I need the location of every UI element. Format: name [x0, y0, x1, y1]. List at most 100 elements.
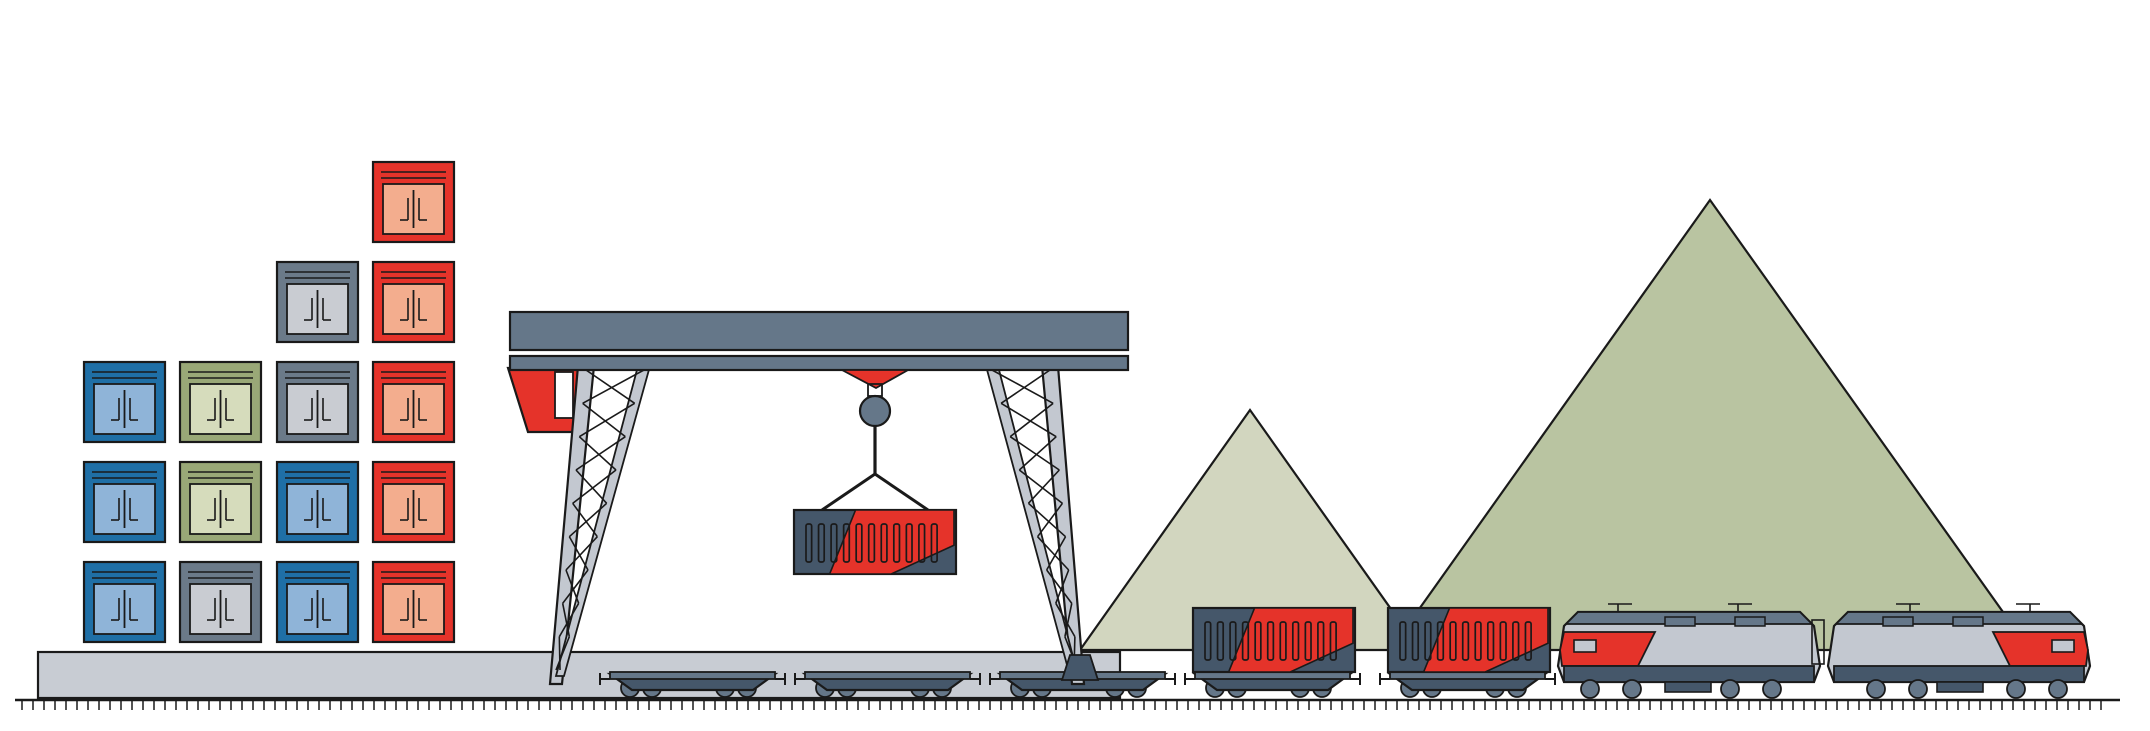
stacked-container-blue	[82, 360, 167, 444]
stacked-container-grey	[275, 360, 360, 444]
crane-lattice	[1027, 469, 1060, 504]
stacked-container-blue	[82, 560, 167, 644]
container-rib	[1424, 621, 1432, 661]
stacked-container-olive	[178, 360, 263, 444]
crane-lattice	[1064, 603, 1073, 637]
crane-lattice	[1018, 436, 1057, 471]
container-rib	[855, 523, 863, 563]
wagon-container	[1386, 606, 1552, 674]
crane-lattice	[1045, 536, 1067, 571]
loaded-wagon-2	[1379, 606, 1556, 698]
crane-main-beam	[508, 310, 1130, 352]
freight-wagons	[599, 606, 1556, 698]
container-rib	[1411, 621, 1420, 661]
crane-lattice	[1009, 436, 1060, 471]
container-rib	[1512, 621, 1520, 661]
crane-lattice	[1009, 402, 1054, 438]
loaded-wagon-1	[1184, 606, 1361, 698]
flat-wagon-1	[599, 671, 786, 698]
container-rib	[1291, 621, 1300, 661]
loco-wheel	[2006, 679, 2026, 699]
loco-wheel	[2048, 679, 2068, 699]
flat-wagon-2	[794, 671, 981, 698]
crane-lattice	[558, 602, 580, 638]
container-red-panel	[1422, 607, 1549, 673]
crane-lattice	[1055, 569, 1070, 604]
container-rib	[905, 523, 913, 563]
crane-lattice	[568, 502, 608, 538]
crane-lattice	[585, 369, 636, 404]
container-rib	[1254, 621, 1262, 661]
stacked-container-blue	[275, 460, 360, 544]
sling-cable	[821, 472, 876, 512]
crane-lattice	[555, 636, 571, 671]
loco-roof-unit	[1882, 616, 1914, 627]
container-rib	[1266, 621, 1275, 661]
container-rib	[1317, 621, 1325, 661]
stacked-container-grey	[275, 260, 360, 344]
wagon-container	[1191, 606, 1357, 674]
sand-mounds	[1077, 198, 2033, 652]
container-rib	[1229, 621, 1237, 661]
loco-wheel	[1580, 679, 1600, 699]
container-rib	[1474, 621, 1482, 661]
crane-lattice	[578, 402, 636, 438]
gantry-crane	[506, 310, 1130, 686]
crane-leg-foot	[1060, 654, 1100, 681]
crane-lattice	[1036, 536, 1070, 571]
loco-headlight	[2051, 639, 2075, 653]
locomotive-front	[1826, 603, 2092, 699]
crane-lattice	[561, 603, 571, 637]
cab-window	[554, 371, 574, 419]
locomotives	[1556, 603, 2092, 699]
container-rib	[805, 523, 813, 563]
crane-lower-beam	[508, 354, 1130, 372]
stacked-container-red	[371, 460, 456, 544]
container-rib	[880, 523, 888, 563]
crane-trolley	[841, 369, 912, 390]
crane-lattice	[572, 502, 598, 538]
container-rib	[1304, 621, 1312, 661]
crane-lattice	[565, 569, 580, 604]
loco-wheel	[1622, 679, 1642, 699]
sling-cable	[874, 472, 929, 512]
container-rib	[1216, 621, 1225, 661]
container-rib	[1329, 621, 1337, 661]
container-rib	[918, 523, 926, 563]
railway-track	[15, 698, 2120, 710]
container-rib	[1524, 621, 1532, 661]
container-rib	[1461, 621, 1470, 661]
stacked-container-red	[371, 160, 456, 244]
container-rib	[930, 523, 938, 563]
hook-block	[858, 394, 892, 428]
crane-lattice	[572, 469, 617, 504]
loco-roof-unit	[1734, 616, 1766, 627]
container-rib	[1436, 621, 1445, 661]
stacked-container-grey	[178, 560, 263, 644]
stacked-container-red	[371, 360, 456, 444]
container-stacks	[82, 160, 456, 644]
loco-coupling-bellows	[1811, 619, 1825, 665]
sand-mound-large	[1387, 198, 2033, 652]
loco-wheel	[1762, 679, 1782, 699]
container-rib	[1486, 621, 1495, 661]
crane-lattice	[1018, 469, 1063, 504]
stacked-container-red	[371, 260, 456, 344]
crane-lattice	[1000, 369, 1051, 404]
crane-lattice	[1000, 402, 1057, 438]
crane-lattice	[575, 436, 626, 471]
loco-headlight	[1573, 639, 1597, 653]
container-rib	[817, 523, 826, 563]
crane-lattice	[991, 369, 1054, 405]
crane-lattice	[565, 536, 598, 571]
flatcar-deck	[804, 671, 971, 680]
loco-roof-unit	[1952, 616, 1984, 627]
loco-wheel	[1908, 679, 1928, 699]
container-rib	[1279, 621, 1287, 661]
crane-lattice	[1046, 569, 1073, 604]
stacked-container-blue	[82, 460, 167, 544]
crane-lattice	[578, 436, 617, 471]
hanging-container	[792, 508, 958, 576]
loco-tank	[1664, 681, 1712, 693]
crane-leg-right	[984, 364, 1086, 686]
